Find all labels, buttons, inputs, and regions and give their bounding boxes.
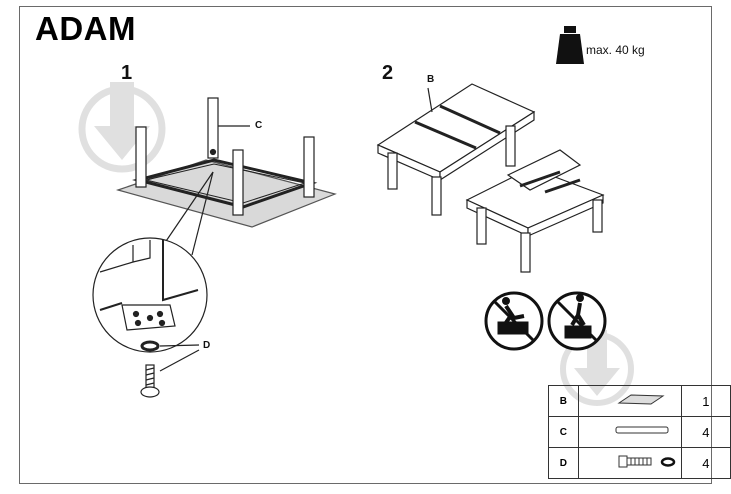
table-frame-illustration <box>115 97 337 256</box>
product-title: ADAM <box>35 10 136 47</box>
part-qty: 1 <box>680 385 731 417</box>
part-letter: C <box>548 416 579 448</box>
extending-table-illustration <box>376 83 605 273</box>
part-qty: 4 <box>680 447 731 479</box>
part-label-b: B <box>427 74 435 85</box>
no-climbing-icon <box>484 291 544 351</box>
tabletop-leaf-icon <box>577 385 682 417</box>
parts-row: B 1 <box>548 385 731 417</box>
part-label-d: D <box>203 340 211 351</box>
parts-row: D 4 <box>548 447 731 479</box>
part-letter: B <box>548 385 579 417</box>
no-standing-icon <box>547 291 607 351</box>
bolt-washer-icon <box>577 447 682 479</box>
parts-table: B 1 C 4 D 4 <box>548 385 731 479</box>
diagram-frame <box>19 6 712 484</box>
watermark-download-icon <box>78 82 166 173</box>
part-letter: D <box>548 447 579 479</box>
step-number-2: 2 <box>382 62 394 84</box>
step-number-1: 1 <box>121 62 133 84</box>
dowel-icon <box>577 416 682 448</box>
corner-detail-illustration <box>92 237 208 398</box>
part-label-c: C <box>255 120 263 131</box>
parts-row: C 4 <box>548 416 731 448</box>
weight-limit-label: max. 40 kg <box>586 43 645 57</box>
weight-icon <box>556 26 584 64</box>
part-qty: 4 <box>680 416 731 448</box>
